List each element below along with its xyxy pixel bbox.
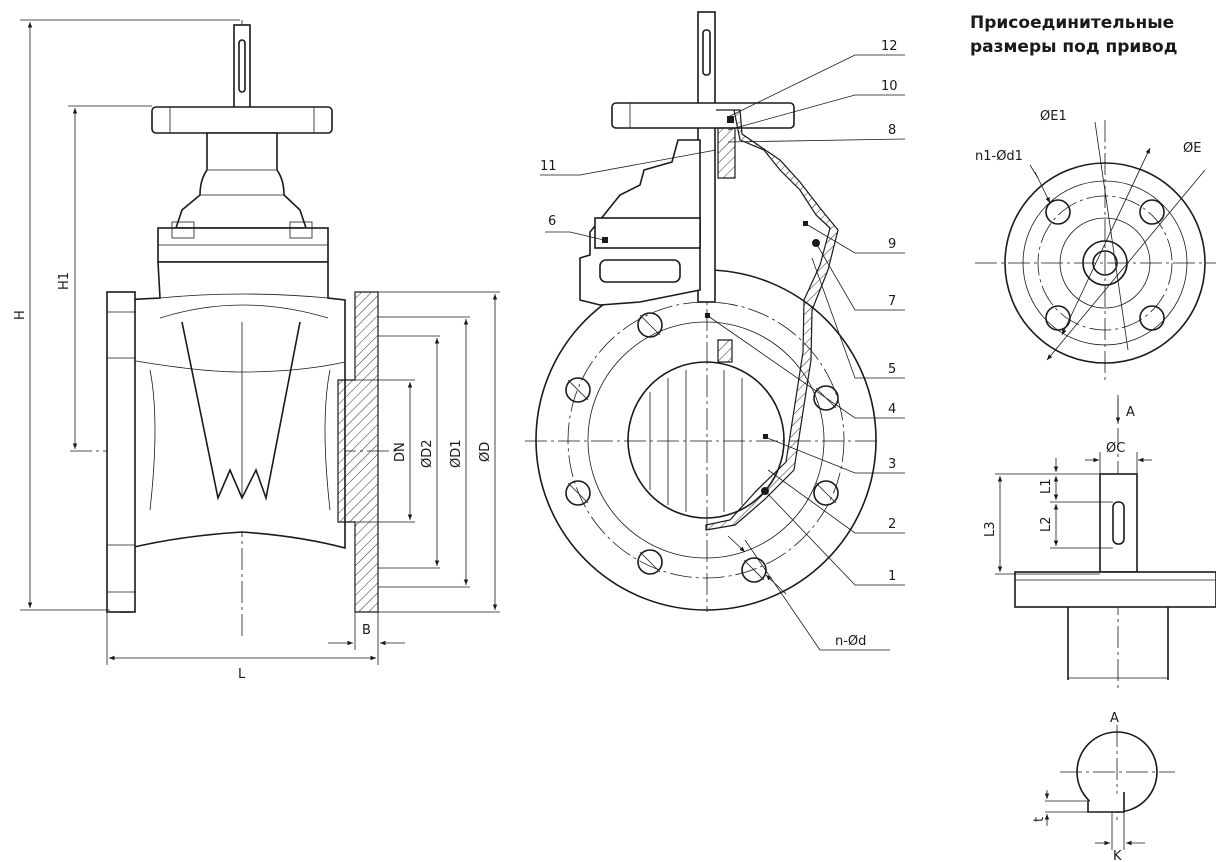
label-bolt-holes: n-Ød xyxy=(835,634,866,649)
label-A-arrow: A xyxy=(1126,405,1135,420)
keyway xyxy=(1087,792,1125,813)
actuator-neck xyxy=(1067,607,1169,680)
actuator-flange xyxy=(1014,571,1216,608)
front-view: H H1 DN ØD2 ØD1 ØD B L xyxy=(13,19,500,682)
label-A-section: A xyxy=(1110,711,1119,726)
label-D: ØD xyxy=(478,442,493,462)
label-D2: ØD2 xyxy=(420,439,435,468)
callout-7: 7 xyxy=(888,294,896,309)
label-E: ØE xyxy=(1183,141,1201,156)
label-C: ØC xyxy=(1106,441,1125,456)
top-flange xyxy=(151,106,333,134)
callout-9: 9 xyxy=(888,237,896,252)
body-section-right xyxy=(705,109,839,531)
callout-12: 12 xyxy=(881,39,898,54)
label-L1: L1 xyxy=(1039,478,1054,494)
bonnet-neck xyxy=(174,132,308,229)
label-L2: L2 xyxy=(1039,516,1054,532)
bore xyxy=(627,361,785,519)
label-n1-d1: n1-Ød1 xyxy=(975,149,1023,164)
shaft xyxy=(1099,473,1138,573)
callout-10: 10 xyxy=(881,79,898,94)
label-DN: DN xyxy=(393,442,408,462)
wedge-slats xyxy=(649,370,743,512)
callout-8: 8 xyxy=(888,123,896,138)
bolt-holes xyxy=(565,312,839,583)
label-H1: H1 xyxy=(57,272,72,290)
bonnet-flange-left xyxy=(594,217,701,249)
label-B: B xyxy=(362,623,371,638)
callout-3: 3 xyxy=(888,457,896,472)
valve-body xyxy=(119,261,346,613)
shaft-section-view: A t K xyxy=(1032,711,1175,862)
title-line-1: Присоединительные xyxy=(970,13,1174,33)
label-H: H xyxy=(13,310,28,320)
callout-6: 6 xyxy=(548,214,556,229)
callout-5: 5 xyxy=(888,362,896,377)
stem xyxy=(233,24,251,111)
callout-2: 2 xyxy=(888,517,896,532)
callout-1: 1 xyxy=(888,569,896,584)
label-D1: ØD1 xyxy=(449,439,464,468)
label-E1: ØE1 xyxy=(1040,109,1067,124)
callout-leaders xyxy=(540,54,906,651)
handwheel-flange xyxy=(611,102,795,129)
label-t: t xyxy=(1032,817,1047,822)
mounting-flange-view: ØE1 ØE n1-Ød1 xyxy=(975,109,1216,380)
callout-4: 4 xyxy=(888,402,896,417)
callout-11: 11 xyxy=(540,159,557,174)
shaft-view: A ØC L1 L2 L3 xyxy=(983,395,1216,690)
label-L: L xyxy=(238,667,246,682)
section-view: 12 10 8 11 6 9 7 5 4 3 2 1 n-Ød xyxy=(525,11,906,651)
left-flange xyxy=(106,291,136,613)
bolt-circle xyxy=(567,301,845,579)
stem-keyway xyxy=(238,39,246,93)
label-K: K xyxy=(1113,849,1122,862)
body-flange-outline xyxy=(535,269,877,611)
label-L3: L3 xyxy=(983,521,998,537)
title-line-2: размеры под привод xyxy=(970,37,1177,57)
